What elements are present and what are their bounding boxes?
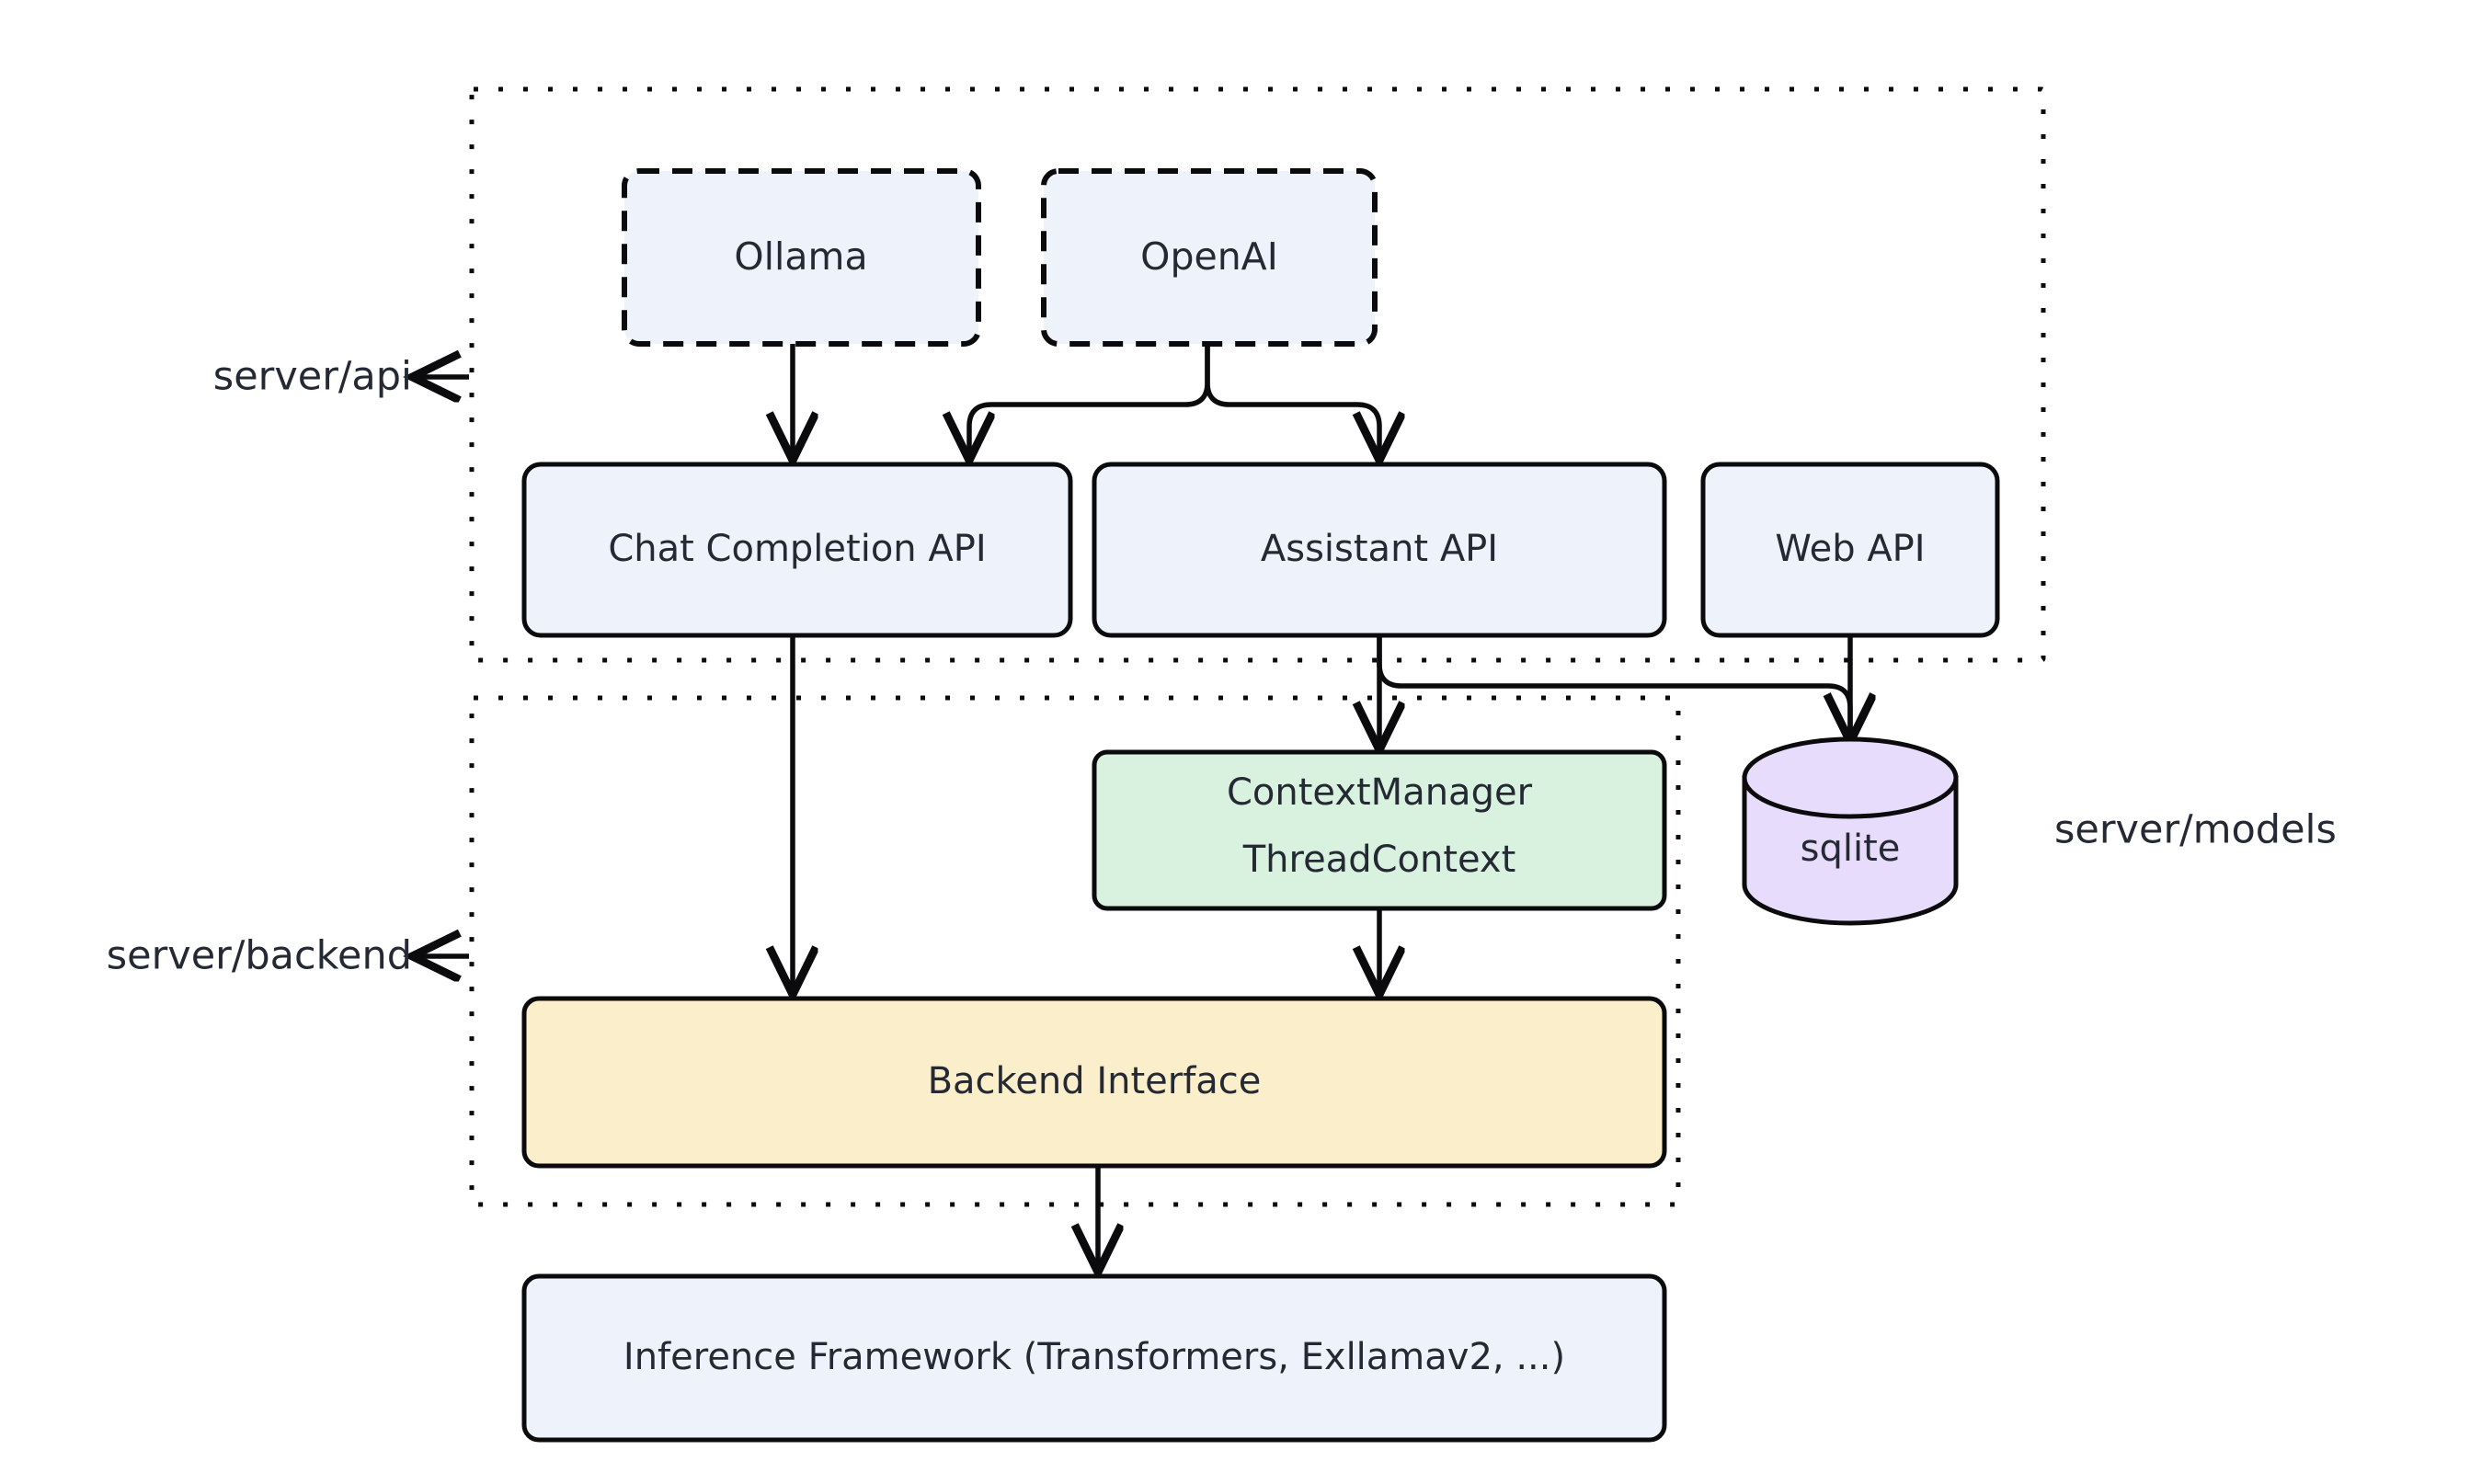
node-web-api-label: Web API <box>1775 528 1925 570</box>
node-backend-interface[interactable]: Backend Interface <box>521 996 1667 1169</box>
node-backend-interface-shape <box>521 996 1667 1169</box>
node-web-api[interactable]: Web API <box>1700 462 2000 638</box>
node-web-api-shape <box>1700 462 2000 638</box>
node-sqlite-body <box>1742 775 1959 926</box>
node-sqlite-label: sqlite <box>1801 828 1901 870</box>
node-context-manager-label-line1: ContextManager <box>1227 771 1533 814</box>
node-ollama-shape <box>622 168 981 347</box>
node-inference-framework-shape <box>521 1273 1667 1443</box>
node-assistant-api-shape <box>1092 462 1667 638</box>
node-chat-completion-api[interactable]: Chat Completion API <box>521 462 1073 638</box>
node-assistant-api[interactable]: Assistant API <box>1092 462 1667 638</box>
node-chat-completion-api-shape <box>521 462 1073 638</box>
edge-assistant-api-to-sqlite <box>1377 635 1850 738</box>
node-ollama-label: Ollama <box>734 234 867 279</box>
group-label-server-backend: server/backend <box>107 933 412 979</box>
node-inference-framework-label: Inference Framework (Transformers, Exlla… <box>623 1336 1565 1378</box>
node-context-manager-label-line2: ThreadContext <box>1242 839 1516 881</box>
node-openai[interactable]: OpenAI <box>1041 168 1378 347</box>
node-openai-shape <box>1041 168 1378 347</box>
node-context-manager-shape <box>1092 749 1667 911</box>
node-backend-interface-label: Backend Interface <box>928 1060 1262 1102</box>
group-label-server-api: server/api <box>213 354 412 400</box>
group-label-server-models: server/models <box>2054 807 2337 853</box>
node-assistant-api-label: Assistant API <box>1261 528 1498 570</box>
group-container-server-backend <box>469 695 1681 1207</box>
node-chat-completion-api-label: Chat Completion API <box>608 528 986 570</box>
node-ollama[interactable]: Ollama <box>622 168 981 347</box>
node-context-manager[interactable]: ContextManager ThreadContext <box>1092 749 1667 911</box>
node-sqlite-top <box>1742 736 1959 819</box>
node-openai-label: OpenAI <box>1140 234 1278 279</box>
node-inference-framework[interactable]: Inference Framework (Transformers, Exlla… <box>521 1273 1667 1443</box>
edge-openai-to-assistant-api <box>1205 344 1379 457</box>
edge-openai-to-chat-completion-api <box>969 344 1210 457</box>
node-sqlite[interactable]: sqlite <box>1742 736 1959 926</box>
